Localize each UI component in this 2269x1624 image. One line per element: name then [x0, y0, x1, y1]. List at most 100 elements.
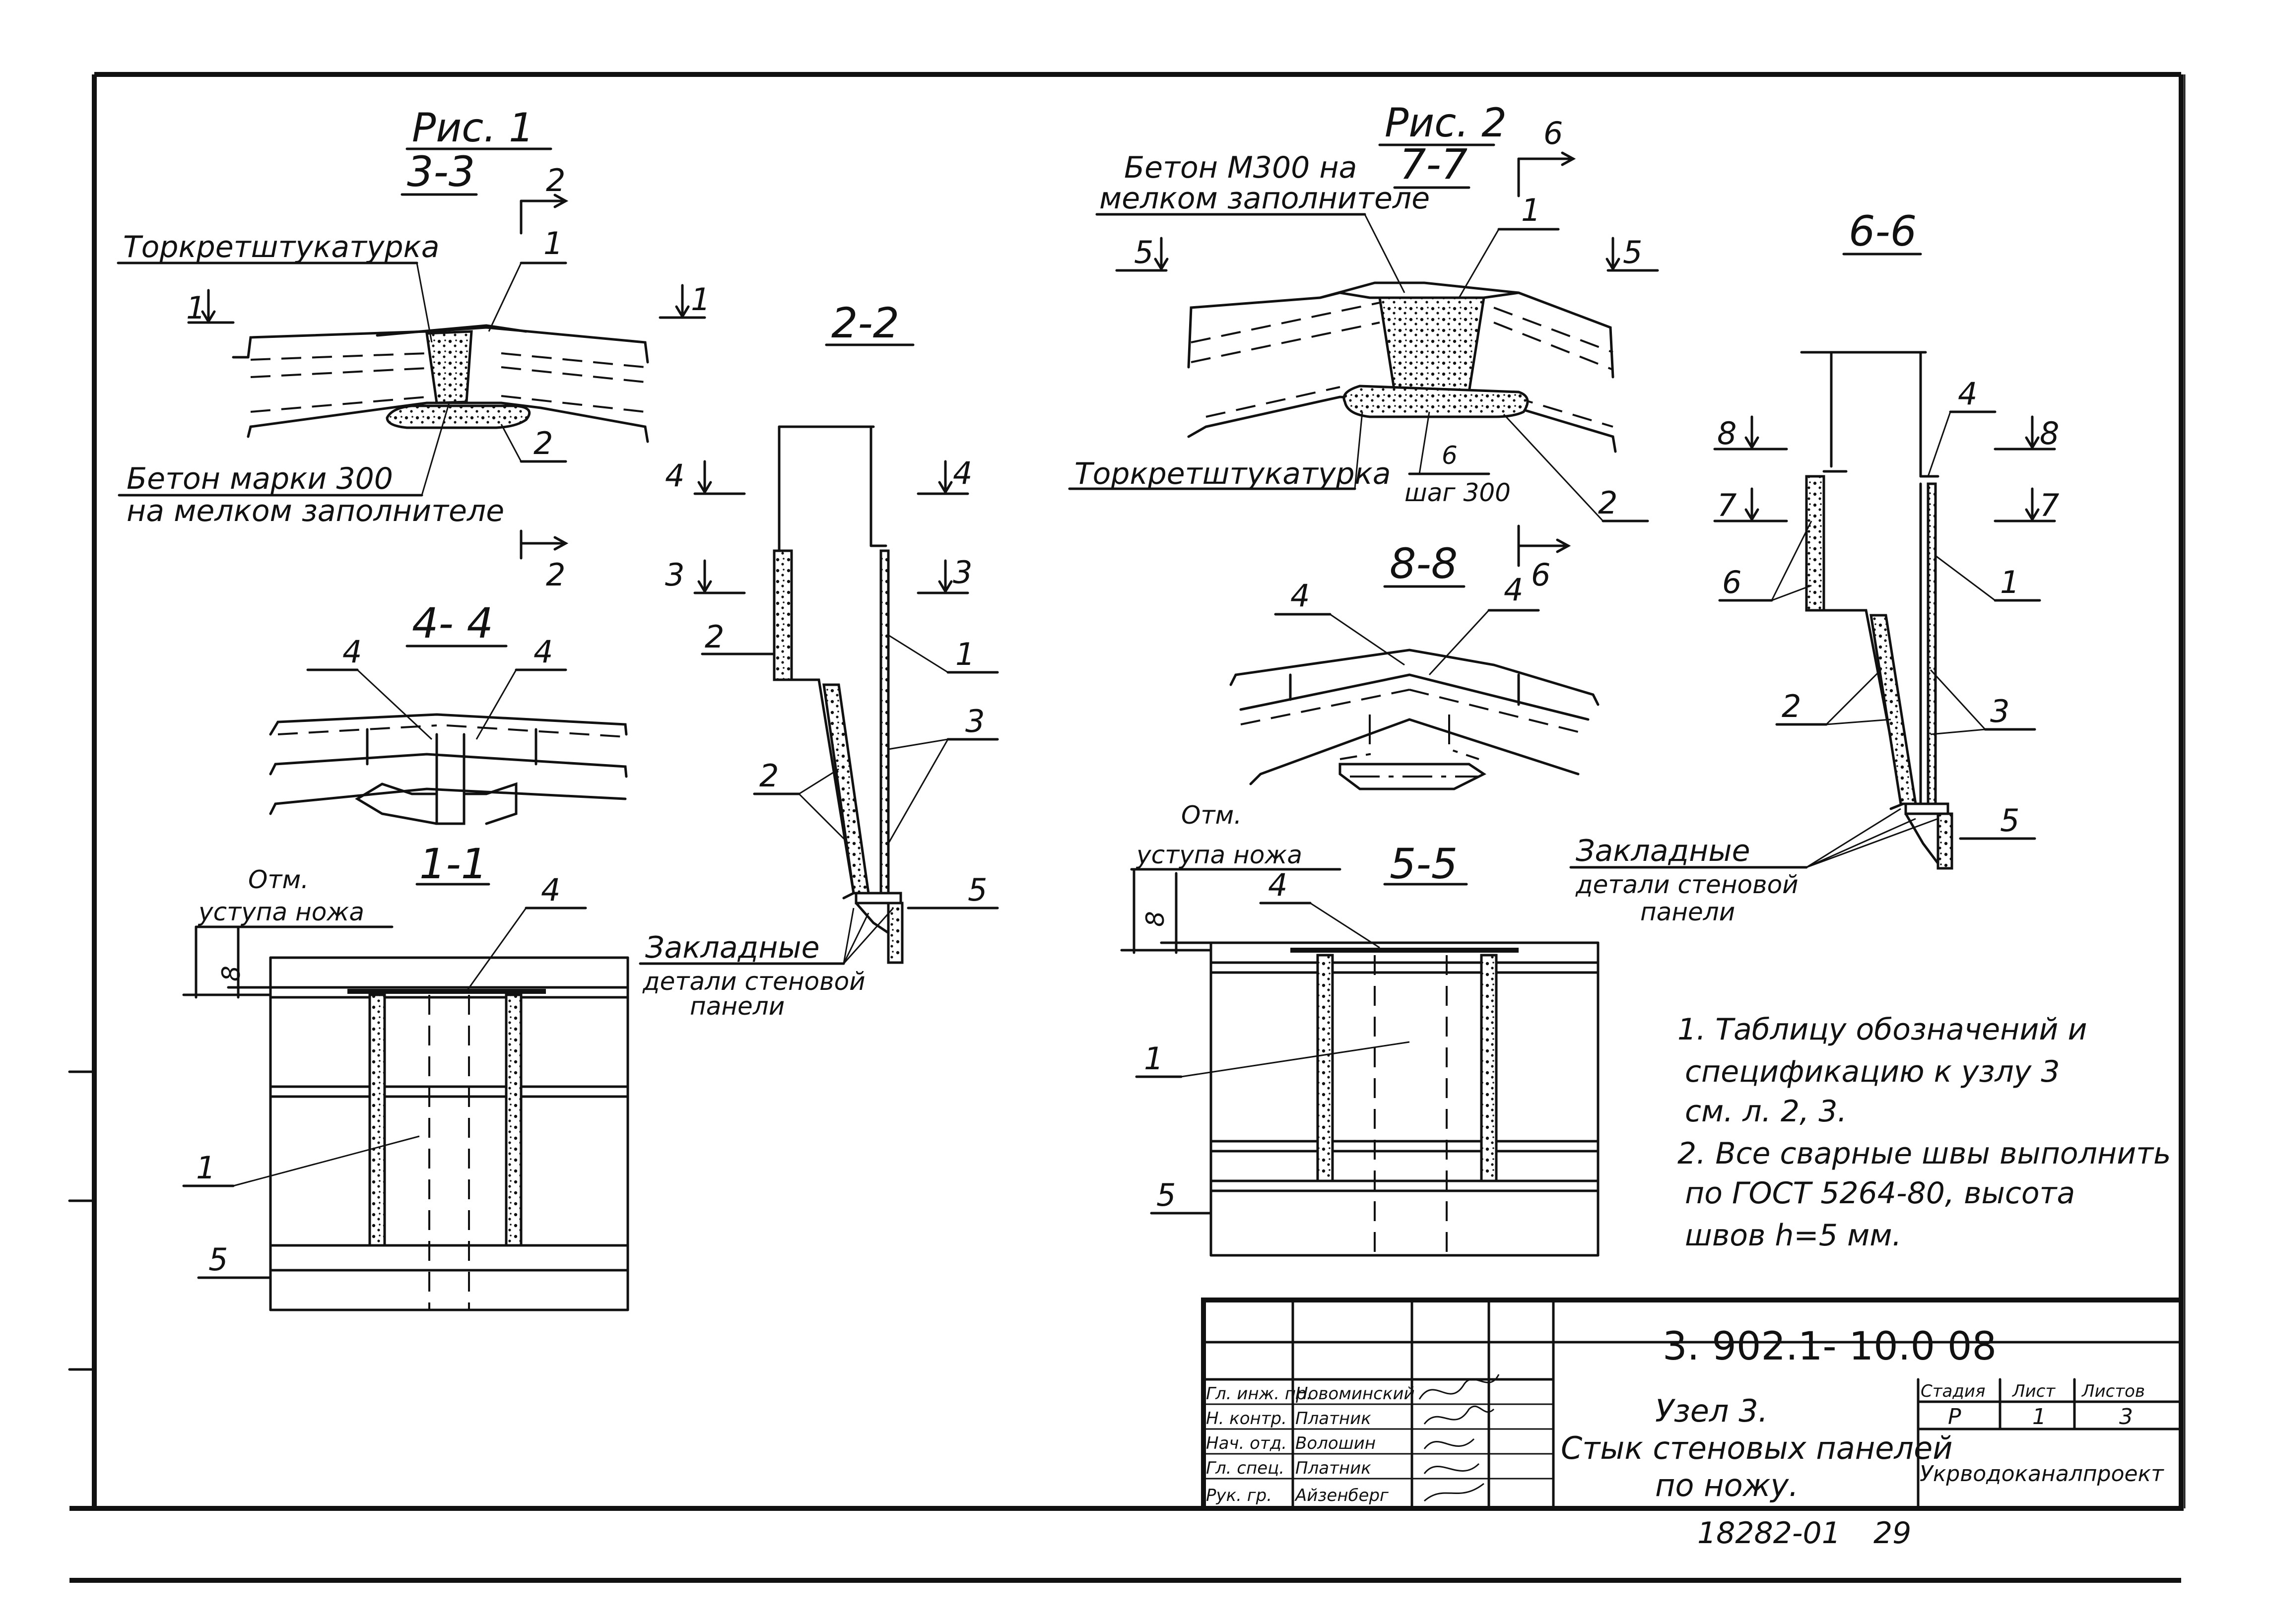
label-otm-line2-55: уступа ножа: [1135, 841, 1302, 869]
section-5-5: 5-5 Отм. уступа ножа 8 4 1: [1120, 801, 1600, 1257]
cut-mark-3-left-22: 3: [665, 557, 684, 593]
notes: 1. Таблицу обозначений и спецификацию к …: [1677, 1012, 2171, 1253]
bottom-stamp: 18282-01 29: [1697, 1516, 1911, 1551]
callout-2-66: 2: [1782, 688, 1801, 724]
section-4-4: 4- 4 4 4: [269, 599, 628, 825]
figure-1-section-3-3: Рис. 1 3-3 1 1 2: [117, 105, 710, 593]
callout-4-right-44: 4: [534, 634, 553, 670]
organization: Укрводоканалпроект: [1920, 1461, 2164, 1487]
callout-3-22: 3: [965, 703, 985, 739]
dim-8-55: 8: [1141, 911, 1170, 927]
label-otm-line1-55: Отм.: [1181, 801, 1242, 830]
callout-4-66: 4: [1958, 376, 1977, 412]
cut-mark-4-left-22: 4: [665, 457, 684, 494]
label-zakl-line3-66: панели: [1640, 898, 1735, 926]
section-4-4-label: 4- 4: [412, 599, 493, 648]
callout-1-66: 1: [2000, 564, 2019, 600]
figure-2-section-7-7: Рис. 2 7-7 6 5 5 Бетон М300 на мелком за…: [1068, 100, 1659, 522]
callout-1-77: 1: [1521, 192, 1540, 228]
section-6-6: 6-6 8 8 7 7 4 1: [1569, 207, 2059, 926]
cut-mark-5-right: 5: [1623, 234, 1642, 270]
label-betonM300-line2: мелком заполнителе: [1099, 181, 1430, 216]
note-line-1: 1. Таблицу обозначений и: [1677, 1012, 2087, 1047]
role-name-4: Айзенберг: [1294, 1486, 1389, 1505]
section-1-1: 1-1 Отм. уступа ножа 8 4 1: [182, 840, 629, 1311]
section-8-8: 8-8 6 4 4: [1229, 524, 1600, 790]
role-1: Н. контр.: [1206, 1409, 1287, 1429]
label-zakl-line3-22: панели: [690, 992, 785, 1021]
label-zakl-line2-22: детали стеновой: [642, 967, 866, 996]
section-7-7-label: 7-7: [1400, 140, 1468, 189]
signature-marks: [1418, 1374, 1500, 1502]
section-3-3-label: 3-3: [407, 147, 475, 196]
cut-mark-8-right: 8: [2040, 415, 2059, 452]
label-torkret-fig1: Торкретштукатурка: [123, 230, 440, 264]
cut-mark-8-left: 8: [1717, 415, 1736, 452]
callout-1-11: 1: [196, 1150, 215, 1186]
cut-mark-5-left: 5: [1134, 234, 1153, 270]
callout-2-77: 2: [1598, 485, 1617, 521]
cut-mark-4-right-22: 4: [953, 455, 972, 491]
callout-5-11: 5: [208, 1241, 228, 1278]
label-shag: шаг 300: [1404, 478, 1511, 507]
note-line-4: 2. Все сварные швы выполнить: [1677, 1136, 2171, 1171]
cut-mark-1-right: 1: [691, 281, 710, 318]
cut-mark-6-top: 6: [1543, 115, 1563, 151]
role-name-1: Платник: [1295, 1409, 1371, 1429]
section-6-6-label: 6-6: [1849, 207, 1917, 256]
label-torkret-fig2: Торкретштукатурка: [1074, 456, 1391, 491]
figure-1-title: Рис. 1: [412, 105, 534, 151]
archive-number: 18282-01: [1697, 1516, 1841, 1551]
label-zakl-line2-66: детали стеновой: [1575, 870, 1799, 899]
sheets-header: Листов: [2081, 1381, 2145, 1401]
sheet-value: 1: [2032, 1404, 2046, 1429]
label-otm-line2-11: уступа ножа: [198, 898, 364, 926]
cut-mark-2-top: 2: [546, 162, 565, 198]
cut-mark-7-left: 7: [1717, 487, 1736, 523]
section-8-8-label: 8-8: [1390, 539, 1458, 588]
label-zakl-line1-22: Закладные: [645, 930, 820, 965]
callout-2-fig1: 2: [534, 425, 553, 461]
role-2: Нач. отд.: [1206, 1433, 1287, 1453]
stage-value: Р: [1948, 1404, 1961, 1429]
role-4: Рук. гр.: [1206, 1486, 1272, 1505]
cut-mark-3-right-22: 3: [953, 554, 972, 590]
title-block: 3. 902.1- 10.0 08 Узел 3. Стык стеновых …: [1201, 1298, 2184, 1511]
callout-4-11: 4: [541, 872, 560, 908]
callout-2b-22: 2: [759, 758, 779, 794]
label-zakl-line1-66: Закладные: [1576, 834, 1750, 868]
callout-5-66: 5: [2000, 802, 2019, 839]
callout-5-22: 5: [968, 872, 987, 908]
note-line-3: см. л. 2, 3.: [1685, 1094, 1847, 1129]
role-name-3: Платник: [1295, 1458, 1371, 1478]
figure-2-title: Рис. 2: [1385, 100, 1507, 146]
label-beton300-line1: Бетон марки 300: [127, 461, 393, 496]
page-number: 29: [1873, 1516, 1911, 1551]
sheets-value: 3: [2119, 1404, 2133, 1429]
label-betonM300-line1: Бетон М300 на: [1124, 150, 1357, 185]
role-0: Гл. инж. пр.: [1206, 1384, 1312, 1404]
cut-mark-7-right: 7: [2040, 487, 2059, 523]
note-line-5: по ГОСТ 5264-80, высота: [1685, 1176, 2075, 1211]
callout-1-22: 1: [955, 636, 975, 672]
role-3: Гл. спец.: [1206, 1458, 1284, 1478]
note-line-6: швов h=5 мм.: [1685, 1218, 1902, 1253]
title-line-3: по ножу.: [1655, 1467, 1799, 1503]
section-2-2-label: 2-2: [831, 299, 899, 347]
title-line-1: Узел 3.: [1655, 1393, 1768, 1429]
callout-6-77: 6: [1442, 441, 1458, 470]
callout-4-left-88: 4: [1290, 578, 1310, 614]
callout-4-left-44: 4: [342, 634, 362, 670]
note-line-2: спецификацию к узлу 3: [1685, 1054, 2060, 1089]
callout-1-fig1: 1: [543, 225, 563, 261]
label-otm-line1-11: Отм.: [248, 865, 309, 894]
role-name-0: Новоминский: [1295, 1384, 1415, 1404]
role-name-2: Волошин: [1295, 1433, 1376, 1453]
title-line-2: Стык стеновых панелей: [1561, 1430, 1953, 1466]
cut-mark-1-left: 1: [186, 290, 205, 326]
callout-2-22: 2: [705, 619, 724, 655]
callout-4-right-88: 4: [1504, 572, 1523, 608]
cut-mark-6-bottom: 6: [1531, 557, 1550, 593]
label-beton300-line2: на мелком заполнителе: [127, 494, 504, 528]
